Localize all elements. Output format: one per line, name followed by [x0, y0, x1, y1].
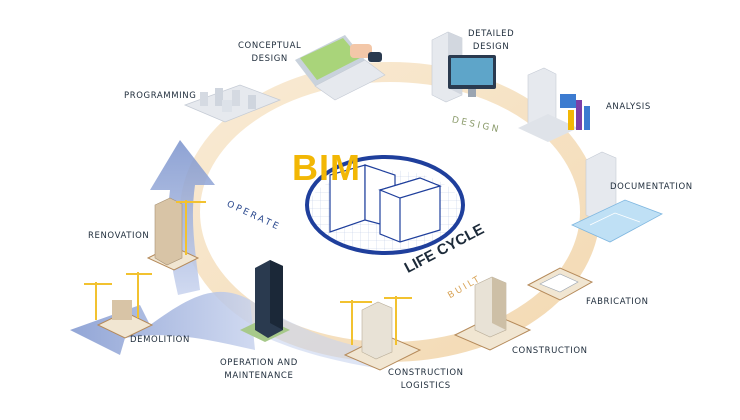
center-building-wireframe [329, 164, 442, 243]
label-renovation: RENOVATION [88, 231, 150, 241]
label-documentation: DOCUMENTATION [610, 182, 693, 192]
label-fabrication: FABRICATION [586, 297, 649, 307]
operate-arrow [70, 140, 380, 368]
label-demolition: DEMOLITION [130, 335, 190, 345]
renovation-illustration [146, 197, 206, 271]
detailed-design-illustration [431, 31, 496, 103]
label-programming: PROGRAMMING [124, 91, 197, 101]
conceptual-design-illustration [295, 35, 386, 101]
phase-design: DESIGN [451, 115, 502, 135]
documentation-illustration [571, 151, 663, 243]
construction-illustration [453, 276, 532, 351]
programming-illustration [183, 84, 282, 123]
bim-title: BIM [292, 147, 361, 188]
construction-logistics-illustration [340, 296, 422, 371]
label-construction: CONSTRUCTION [512, 346, 588, 356]
label-analysis: ANALYSIS [606, 102, 651, 112]
fabrication-illustration [526, 267, 594, 301]
center-bim-model [305, 155, 465, 255]
operation-maintenance-illustration [240, 260, 290, 342]
analysis-illustration [518, 67, 590, 142]
phase-operate: OPERATE [225, 199, 282, 233]
demolition-illustration [84, 272, 154, 339]
